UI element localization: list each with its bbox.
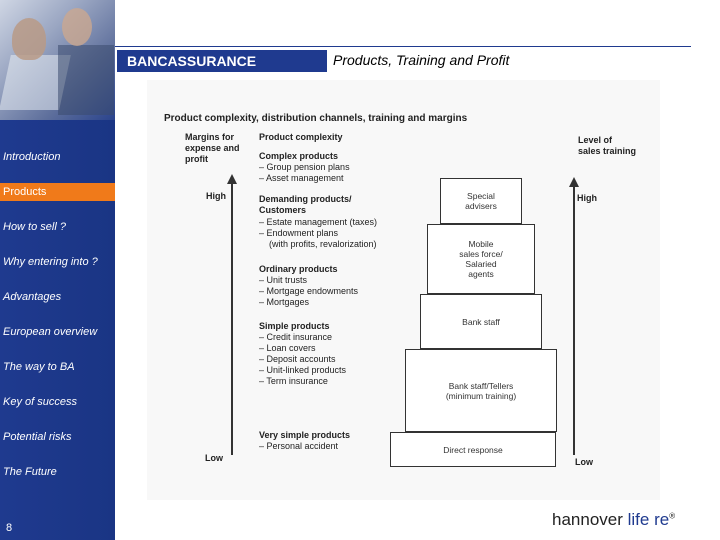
list-item: – Endowment plans	[259, 228, 339, 238]
nav-item-the-future[interactable]: The Future	[3, 466, 57, 478]
page-number: 8	[6, 522, 13, 534]
category-demanding: Demanding products/ Customers	[259, 194, 352, 215]
list-item: (with profits, revalorization)	[259, 239, 377, 249]
logo-main: hannover	[552, 510, 623, 529]
pyramid-label: Bank staff/Tellers (minimum training)	[445, 380, 517, 401]
axis-arrows	[227, 174, 579, 455]
nav-item-advantages[interactable]: Advantages	[3, 291, 62, 303]
right-axis-label: Level of sales training	[578, 135, 637, 156]
list-item: – Unit trusts	[259, 275, 308, 285]
left-axis-label: Margins for expense and profit	[185, 132, 240, 164]
list-item: – Deposit accounts	[259, 354, 336, 364]
list-item: – Asset management	[259, 173, 344, 183]
category-very-simple: Very simple products	[259, 430, 351, 440]
left-axis-low: Low	[205, 453, 223, 463]
logo-accent: life re	[627, 510, 670, 529]
nav-item-european-overview[interactable]: European overview	[3, 326, 98, 338]
list-item: – Loan covers	[259, 343, 316, 353]
pyramid-label: Special advisers	[465, 191, 497, 211]
nav-item-way-to-ba[interactable]: The way to BA	[3, 361, 75, 373]
pyramid-level-bank-staff: Bank staff	[420, 294, 542, 349]
category-ordinary: Ordinary products	[259, 264, 338, 274]
list-item: – Group pension plans	[259, 162, 350, 172]
nav-item-how-to-sell[interactable]: How to sell ?	[3, 221, 66, 233]
list-item: – Unit-linked products	[259, 365, 347, 375]
pyramid-label: Bank staff	[462, 316, 500, 327]
pyramid-level-special-advisers: Special advisers	[440, 178, 522, 224]
list-item: – Estate management (taxes)	[259, 217, 378, 227]
list-item: – Term insurance	[259, 376, 328, 386]
company-logo: hannover life re®	[552, 510, 675, 530]
category-complex: Complex products	[259, 151, 339, 161]
pyramid-label: Direct response	[443, 444, 503, 455]
list-item: – Mortgages	[259, 297, 310, 307]
header-rule	[115, 46, 691, 47]
pyramid-level-bank-staff-tellers: Bank staff/Tellers (minimum training)	[405, 349, 557, 432]
left-axis-high: High	[206, 191, 226, 201]
list-item: – Mortgage endowments	[259, 286, 359, 296]
diagram-title: Product complexity, distribution channel…	[164, 113, 468, 124]
right-axis-low: Low	[575, 457, 593, 467]
nav-item-products[interactable]: Products	[0, 183, 115, 201]
right-axis-high: High	[577, 193, 597, 203]
pyramid-label: Mobile sales force/ Salaried agents	[459, 239, 503, 279]
nav-item-introduction[interactable]: Introduction	[3, 151, 61, 163]
nav-item-why-entering[interactable]: Why entering into ?	[3, 256, 98, 268]
pyramid-level-mobile-sales-force: Mobile sales force/ Salaried agents	[427, 224, 535, 294]
category-simple: Simple products	[259, 321, 330, 331]
slide-title: Products, Training and Profit	[333, 52, 510, 68]
list-item: – Credit insurance	[259, 332, 333, 342]
sidebar-nav: Introduction Products How to sell ? Why …	[0, 0, 115, 540]
pyramid-level-direct-response: Direct response	[390, 432, 556, 467]
product-complexity-header: Product complexity	[259, 132, 343, 142]
header-photo	[0, 0, 115, 120]
nav-item-key-of-success[interactable]: Key of success	[3, 396, 77, 408]
section-title: BANCASSURANCE	[127, 53, 257, 69]
section-title-box	[117, 50, 327, 72]
list-item: – Personal accident	[259, 441, 339, 451]
diagram-panel: Product complexity, distribution channel…	[147, 80, 660, 500]
logo-mark: ®	[669, 511, 676, 521]
nav-item-potential-risks[interactable]: Potential risks	[3, 431, 72, 443]
